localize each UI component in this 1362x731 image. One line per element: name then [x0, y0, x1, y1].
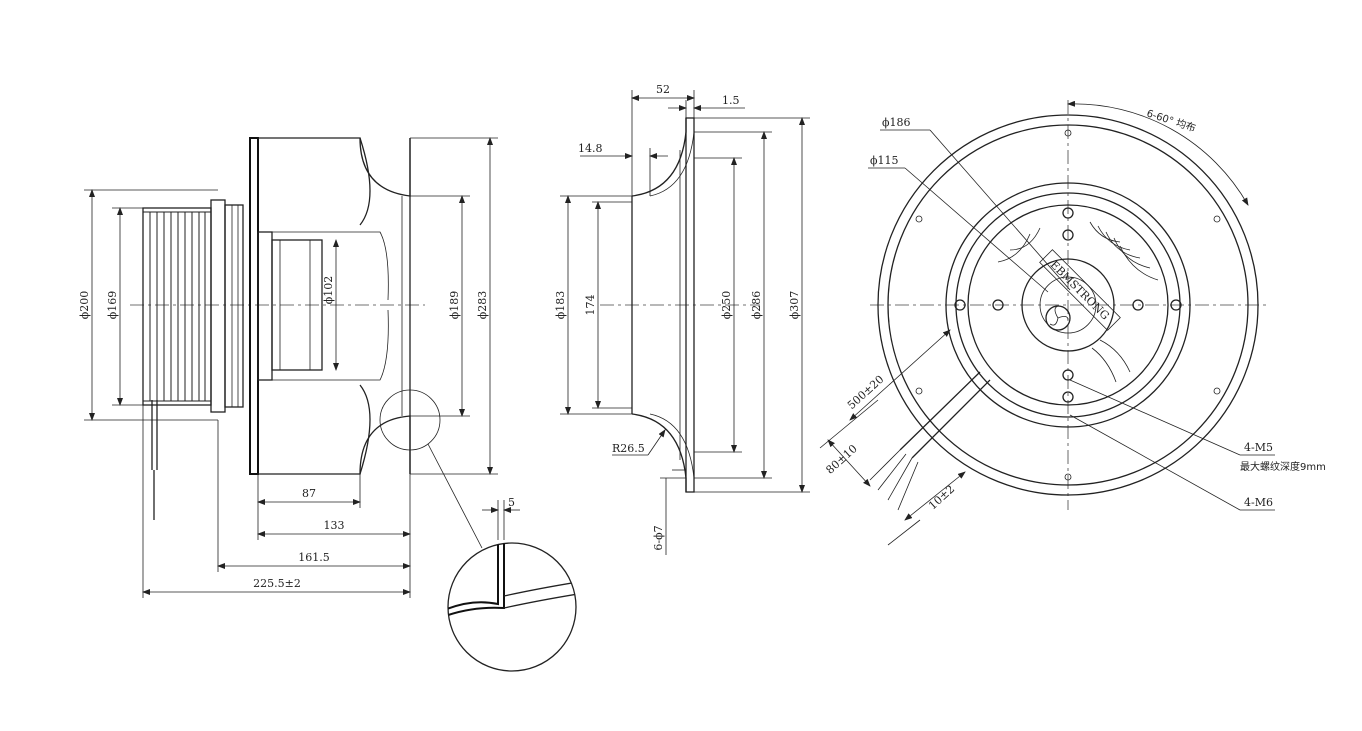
dim-d189: ϕ189 — [448, 291, 461, 320]
brand-logo-text: EBMSTRONG — [1047, 258, 1111, 322]
detail-profile-c — [503, 591, 576, 609]
dim-l133: 133 — [324, 519, 345, 532]
inlet-top-curve — [631, 118, 687, 197]
detail-circle — [447, 542, 577, 672]
dim-detail-5: 5 — [508, 496, 515, 509]
detail-callout-circle — [379, 389, 441, 451]
hub-circle — [1021, 258, 1115, 352]
front-view: EBMSTRONG ϕ186 ϕ115 6-60° 均布 500±20 80±1… — [819, 100, 1326, 546]
dim-14-8: 14.8 — [578, 142, 603, 155]
dim-d115: ϕ115 — [870, 154, 899, 167]
dim-l225: 225.5±2 — [253, 577, 301, 590]
blade-inner-bottom — [272, 309, 389, 381]
hub-cone — [271, 239, 323, 371]
detail-profile-a — [448, 543, 499, 613]
dim-m5-note: 最大螺纹深度9mm — [1240, 460, 1326, 473]
dim-6-phi7: 6-ϕ7 — [652, 525, 665, 550]
motor-flange — [210, 199, 226, 413]
dim-l161: 161.5 — [298, 551, 330, 564]
dim-cable-10: 10±2 — [926, 482, 957, 512]
dim-52: 52 — [656, 83, 670, 96]
impeller-hub — [257, 231, 273, 381]
side-view: ϕ200 ϕ169 ϕ102 ϕ189 ϕ283 87 133 — [78, 137, 498, 598]
dim-174: 174 — [584, 295, 597, 316]
motor-screw-holes — [954, 207, 1182, 403]
blade-bottom-outer — [258, 415, 411, 475]
motor-fin-pattern — [997, 221, 1159, 383]
dim-d286: ϕ286 — [750, 291, 763, 320]
detail-view: 5 — [447, 496, 577, 672]
motor-body — [142, 207, 212, 406]
impeller-backplate — [249, 137, 259, 475]
blade-inner-top — [272, 231, 389, 301]
dim-r26-5: R26.5 — [612, 442, 645, 455]
dim-d183: ϕ183 — [554, 291, 567, 320]
side-dimensions: ϕ200 ϕ169 ϕ102 ϕ189 ϕ283 87 133 — [78, 137, 498, 598]
blade-top-outer — [258, 137, 411, 197]
hub-inner-circle — [1039, 276, 1097, 334]
inlet-bottom-inner — [649, 413, 695, 479]
detail-profile-d — [503, 579, 576, 597]
dim-d307: ϕ307 — [788, 291, 801, 320]
dim-d250: ϕ250 — [720, 291, 733, 320]
hub-fan-icon — [1045, 305, 1071, 331]
detail-profile-b — [448, 543, 505, 619]
dim-d200: ϕ200 — [78, 291, 91, 320]
cable-wires — [869, 449, 919, 511]
blade-curve-1 — [359, 137, 371, 226]
dim-d102: ϕ102 — [322, 276, 335, 305]
motor-fins — [143, 211, 211, 402]
blade-curve-2 — [359, 384, 371, 475]
dim-cable-80: 80±10 — [823, 442, 859, 477]
dim-l87: 87 — [302, 487, 316, 500]
inlet-view: 52 1.5 14.8 ϕ183 174 ϕ250 ϕ286 ϕ307 R26. — [554, 83, 810, 555]
dim-1-5: 1.5 — [722, 94, 740, 107]
inlet-top-inner — [649, 131, 695, 197]
brand-logo: EBMSTRONG — [1039, 249, 1121, 331]
detail-leader — [427, 443, 483, 549]
dim-m6: 4-M6 — [1244, 496, 1273, 509]
dim-d169: ϕ169 — [106, 291, 119, 320]
motor-rotor-ring — [224, 204, 244, 408]
dim-d283: ϕ283 — [476, 291, 489, 320]
dim-d186: ϕ186 — [882, 116, 911, 129]
dim-m5: 4-M5 — [1244, 441, 1273, 454]
dim-angle: 6-60° 均布 — [1145, 107, 1197, 134]
motor-cable — [151, 400, 158, 520]
